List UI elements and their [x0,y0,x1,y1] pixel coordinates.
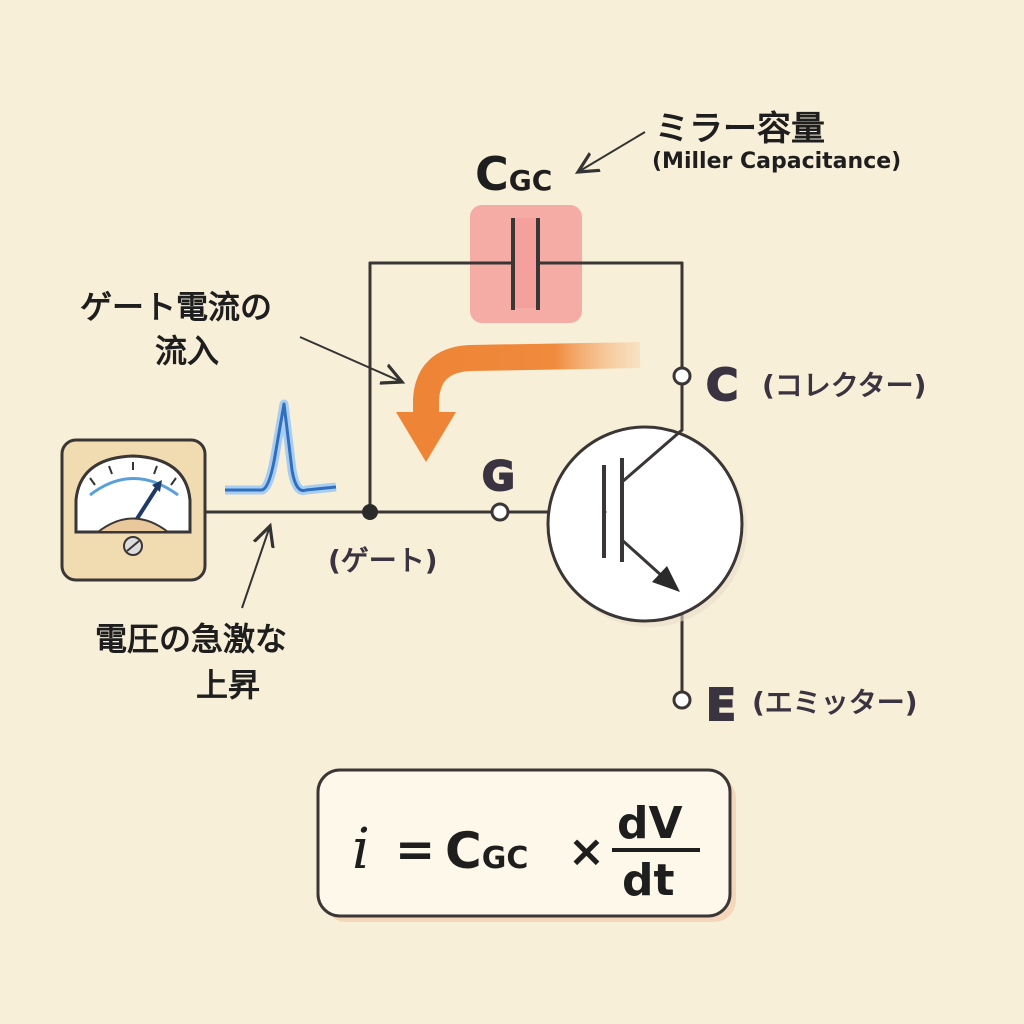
gate-name: (ゲート) [328,544,438,577]
gate-terminal [490,502,510,522]
formula-times: × [568,826,605,877]
gate-current-pointer-icon [299,336,402,382]
cgc-label: CGC [475,147,552,201]
formula-box [316,768,732,918]
miller-label-en: (Miller Capacitance) [652,149,901,174]
gate-current-arrow [413,342,641,420]
formula-capacitance: CGC [445,822,528,880]
emitter-terminal [672,690,692,710]
gate-current-line1: ゲート電流の [80,288,272,326]
junction-dot [362,504,378,520]
gate-current-arrowhead-icon [396,412,456,462]
emitter-arrow-icon [652,566,680,592]
formula-denominator: dt [622,855,675,906]
capacitor-gap [513,218,537,308]
collector-terminal [672,366,692,386]
voltage-rise-line1: 電圧の急激な [95,620,287,658]
voltage-pointer-icon [241,526,270,609]
igbt-symbol [546,425,744,623]
gate-current-line2: 流入 [155,332,219,370]
collector-lead [620,428,684,484]
collector-letter: C [706,360,738,411]
formula-equals: = [395,822,435,878]
voltage-rise-line2: 上昇 [196,666,260,704]
emitter-letter: E [706,680,736,731]
miller-label-jp: ミラー容量 [655,109,825,149]
miller-arrow-icon [578,131,646,172]
collector-name: (コレクター) [762,369,926,402]
emitter-name: (エミッター) [752,686,918,719]
voltmeter-icon [60,438,207,582]
formula-current: i [352,817,370,882]
gate-letter: G [482,454,515,500]
formula-numerator: dV [617,798,683,849]
voltage-spike-icon [225,402,337,493]
